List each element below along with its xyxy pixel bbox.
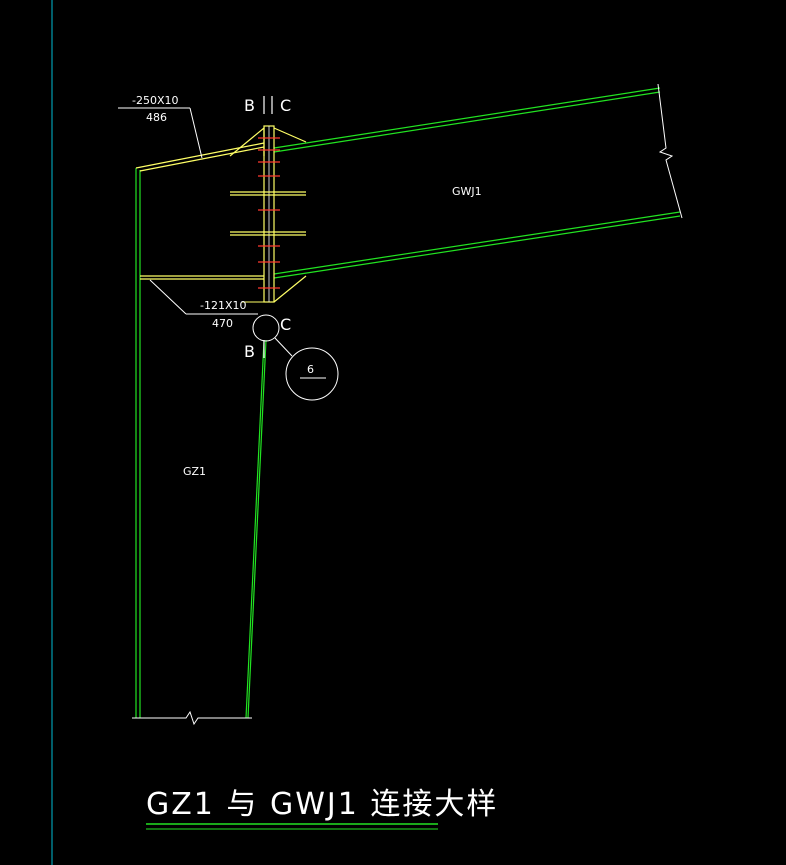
section-label-c-bottom: C [280,315,291,334]
top-plate-leader [118,107,203,159]
detail-leader [274,337,293,357]
bolt-marks [258,137,280,289]
detail-number: 6 [307,363,314,376]
detail-circle-callout [285,347,339,401]
section-label-b-bottom: B [244,342,255,361]
column-gz1 [132,142,267,726]
bottom-plate-len: 470 [212,317,233,330]
end-plate [229,125,307,303]
detail-circle-small [252,314,280,342]
section-label-c-top: C [280,96,291,115]
drawing-title: GZ1 与 GWJ1 连接大样 [146,787,498,822]
top-plate-len: 486 [146,111,167,124]
bottom-plate-leader [149,279,258,315]
section-cut-top [263,96,273,114]
bottom-plate-dim: -121X10 [200,299,247,312]
column-name: GZ1 [183,465,206,478]
section-label-b-top: B [244,96,255,115]
top-plate-dim: -250X10 [132,94,179,107]
beam-name: GWJ1 [452,185,482,198]
beam-gwj1 [273,83,683,279]
